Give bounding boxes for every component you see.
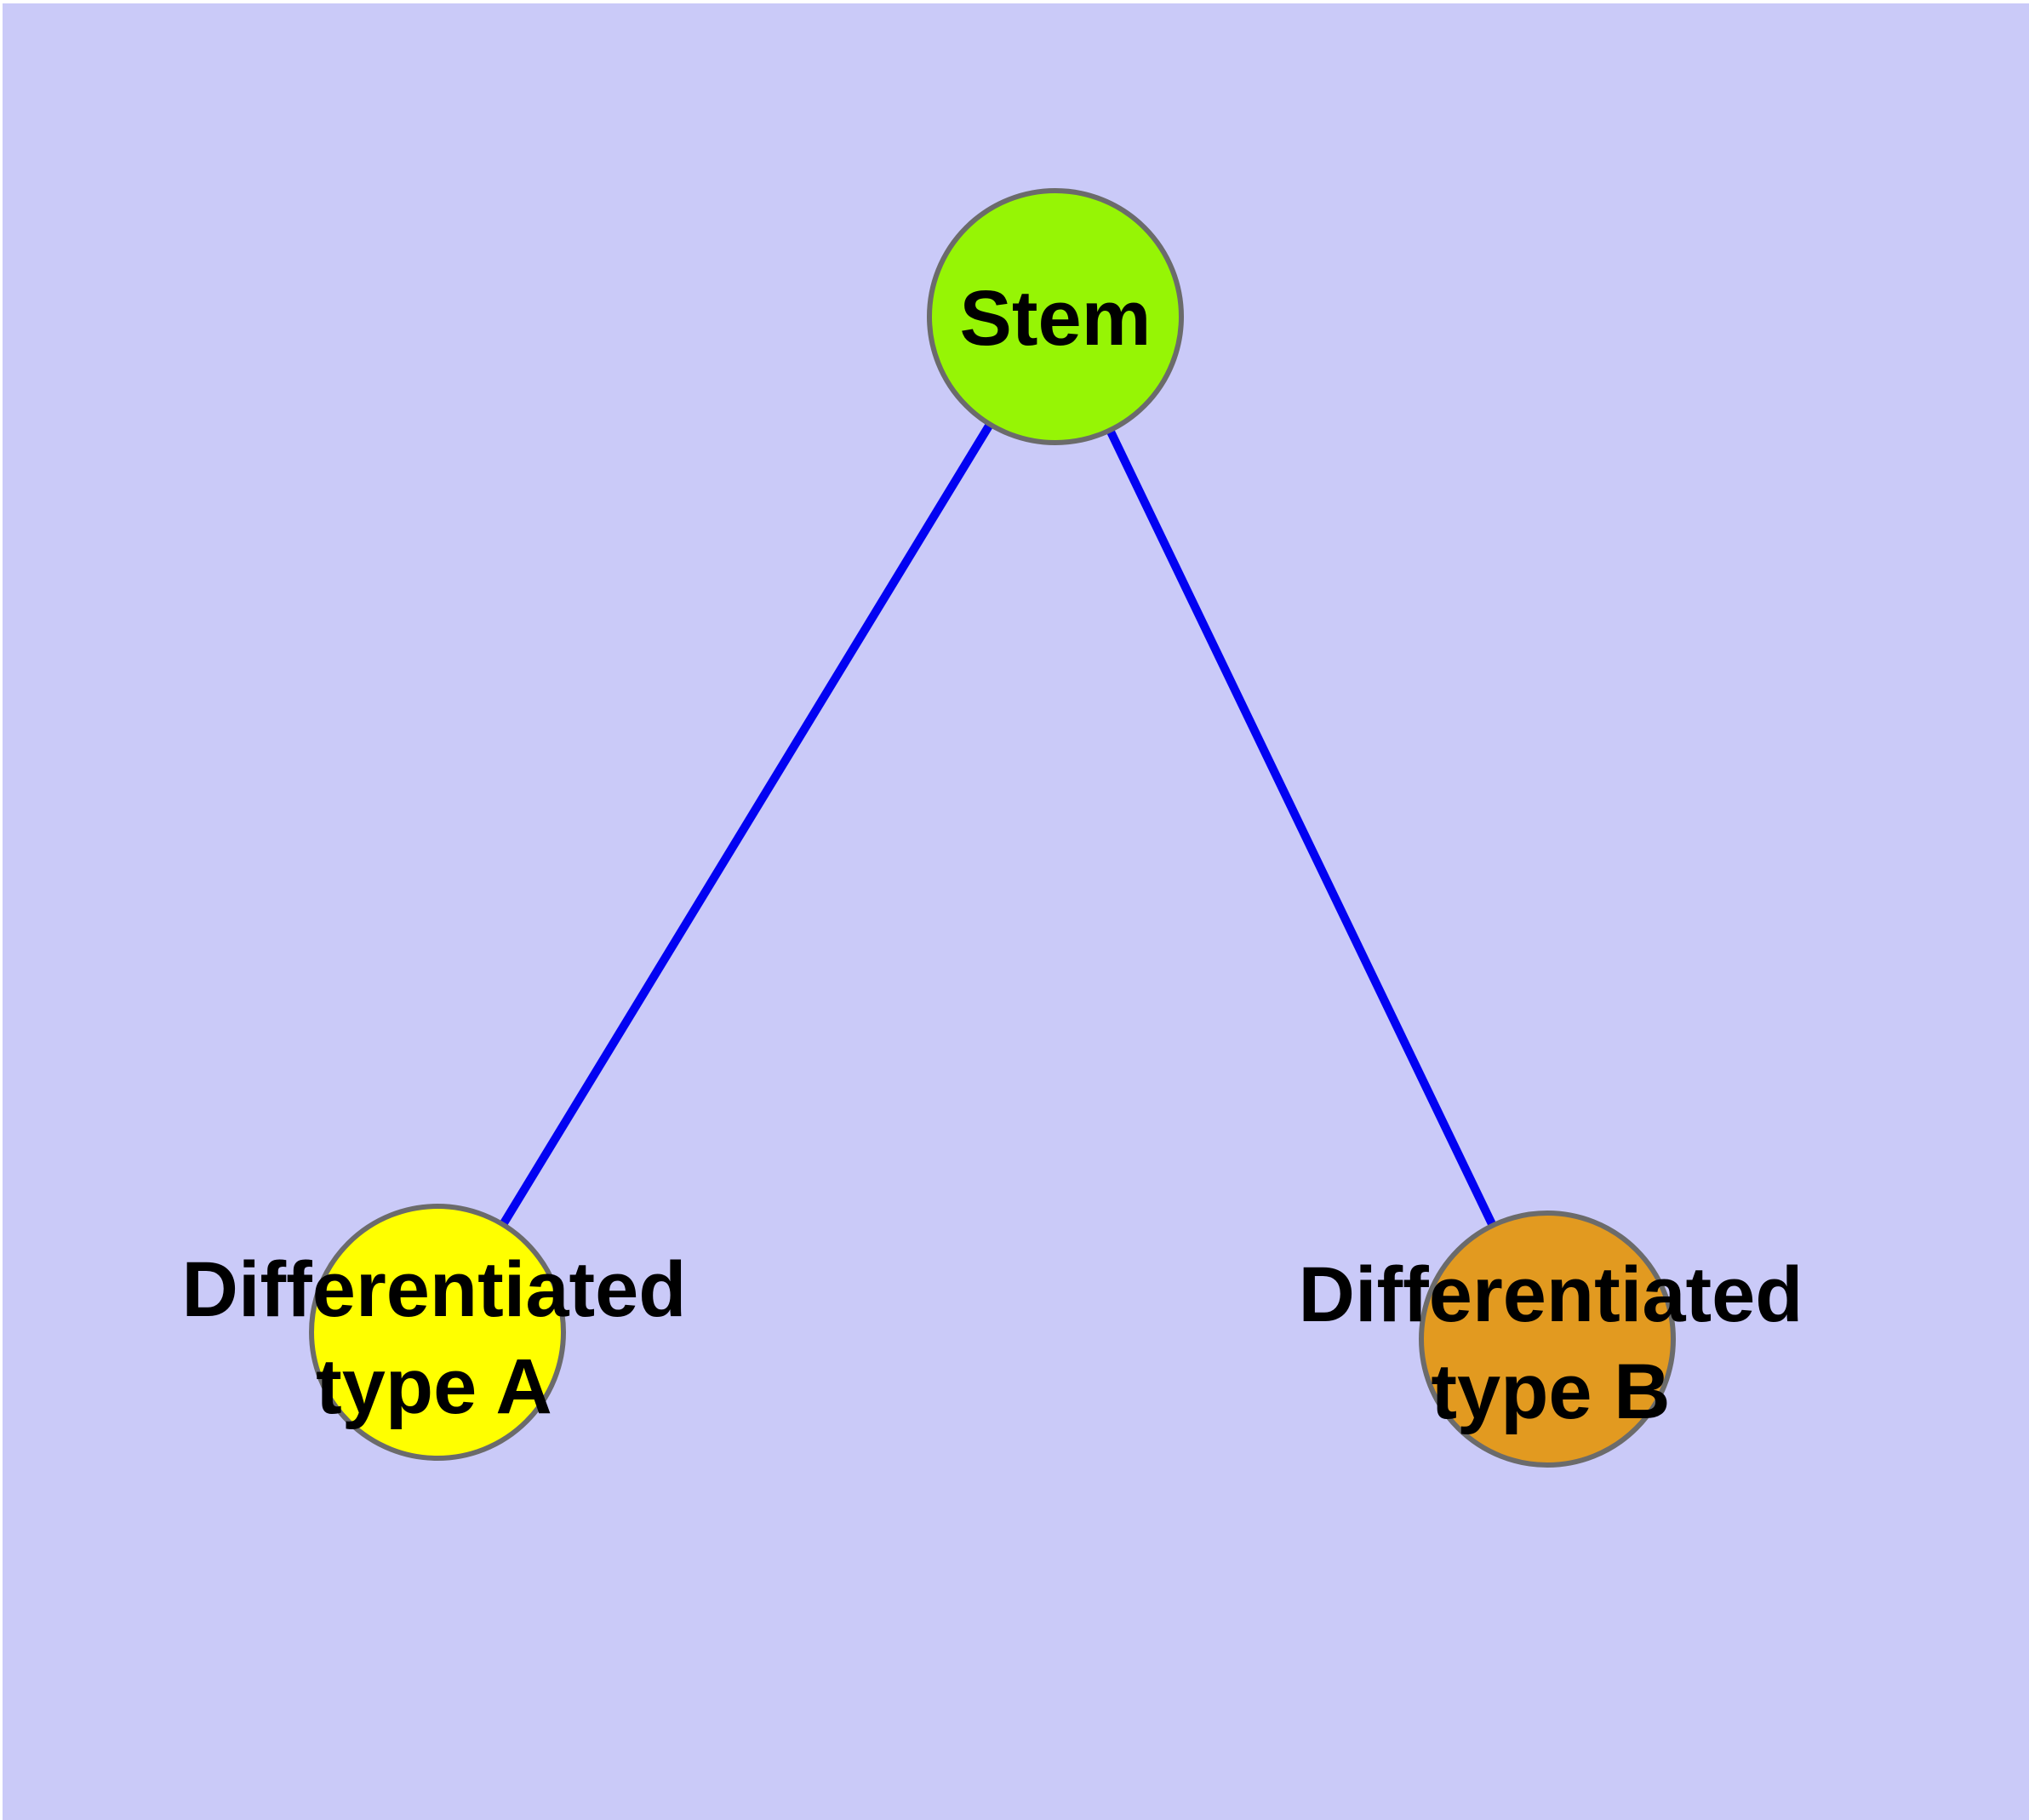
node-label-line: Stem	[959, 275, 1152, 362]
node-label-line: type A	[316, 1343, 552, 1430]
node-label-type-a: Differentiated type A	[182, 1241, 687, 1435]
node-label-line: type B	[1431, 1348, 1671, 1435]
edge-stem-to-type-a	[433, 314, 1060, 1335]
edge-stem-to-type-b	[1051, 314, 1552, 1342]
node-label-line: Differentiated	[181, 1246, 687, 1333]
node-label-type-b: Differentiated type B	[1299, 1246, 1803, 1440]
node-label-line: Differentiated	[1298, 1251, 1803, 1338]
node-type-a[interactable]	[309, 1204, 566, 1461]
node-label-stem: Stem	[960, 270, 1152, 367]
node-type-b[interactable]	[1419, 1210, 1676, 1468]
node-stem[interactable]	[927, 188, 1184, 445]
